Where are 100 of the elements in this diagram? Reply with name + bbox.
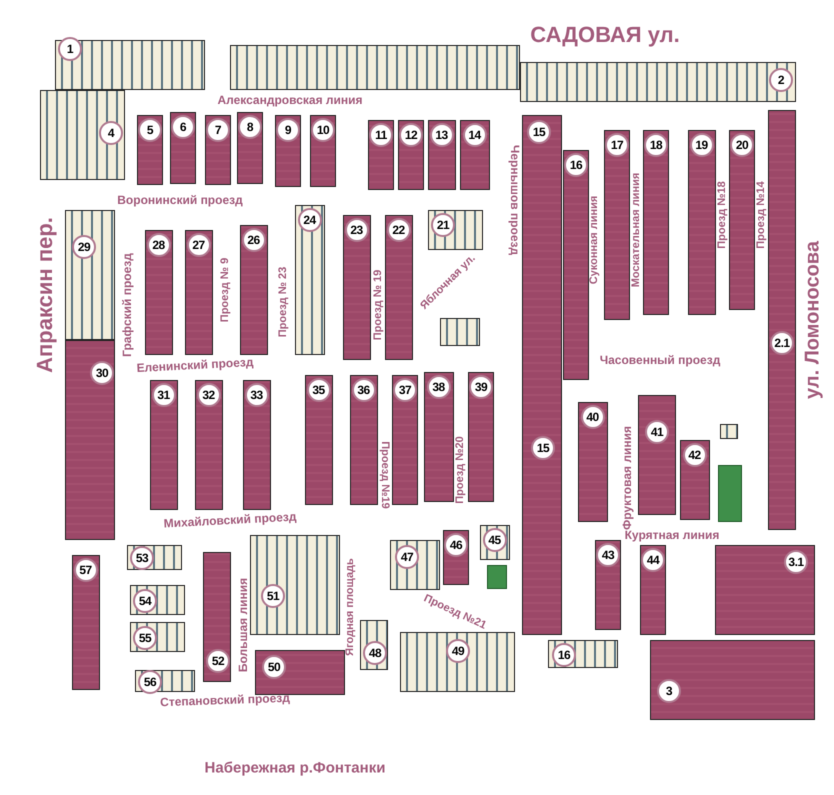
building [715,545,815,635]
building-number: 2.1 [770,331,794,355]
building [203,552,231,682]
street-name: Фруктовая линия [620,426,634,530]
building [72,555,100,690]
building [127,545,182,570]
building [768,110,796,530]
street-name: Графский проезд [120,253,134,357]
building [638,395,676,515]
building [385,215,413,360]
building-number: 38 [426,375,450,399]
building-number: 44 [641,548,665,572]
building [305,375,333,505]
building-number: 15 [527,120,551,144]
building-number: 8 [238,115,262,139]
building-number: 3 [657,679,681,703]
building-number: 50 [262,655,286,679]
building [424,372,454,502]
building [428,120,456,190]
building [688,130,716,315]
building-number: 36 [352,378,376,402]
building [205,115,231,185]
building [398,120,424,190]
building-number: 53 [130,546,154,570]
street-name: Александровская линия [217,93,363,107]
building-number: 2 [769,68,793,92]
building [185,230,213,355]
building [195,380,223,510]
building-number: 19 [690,133,714,157]
building-number: 42 [682,443,706,467]
street-name: Чернышов проезд [508,144,522,256]
street-name: ул. Ломоносова [802,241,824,399]
building [135,670,195,692]
building [295,205,325,355]
building [145,230,173,355]
building-number: 41 [645,420,669,444]
building [522,115,562,635]
building [170,112,196,184]
building-number: 57 [74,558,98,582]
building [428,210,483,250]
building [604,130,630,320]
building-number: 47 [395,545,419,569]
building-number: 14 [462,123,486,147]
building-number: 22 [386,218,410,242]
building [368,120,394,190]
building [443,530,469,585]
building-number: 13 [430,123,454,147]
street-name: Проезд №18 [716,181,728,249]
building [150,380,178,510]
building-number: 43 [596,543,620,567]
building [643,130,669,315]
building [275,115,301,187]
street-name: Ягодная площадь [344,558,356,656]
street-name: Апраксин пер. [32,217,58,373]
building [468,372,494,502]
street-name: Проезд №19 [379,441,391,509]
building [255,650,345,695]
building-number: 28 [146,233,170,257]
building [392,375,418,505]
building [130,585,185,615]
building-number: 55 [133,626,157,650]
street-name: Часовенный проезд [600,353,720,367]
building-number: 6 [171,115,195,139]
building [680,440,710,520]
building [640,545,666,635]
building-number: 24 [298,208,322,232]
building [350,375,378,505]
building [595,540,621,630]
building [720,424,738,439]
building [55,40,205,90]
building-number: 51 [261,584,285,608]
building-number: 5 [138,118,162,142]
building-number: 4 [99,121,123,145]
street-name: Михайловский проезд [163,510,297,530]
building [548,640,618,668]
building-number: 10 [311,118,335,142]
building-number: 12 [399,123,423,147]
building-number: 23 [344,218,368,242]
building [460,120,490,190]
building [237,112,263,184]
building-number: 7 [206,118,230,142]
street-name: САДОВАЯ ул. [530,22,680,48]
building-number: 16 [552,643,576,667]
building-number: 48 [363,641,387,665]
street-name: Степановский проезд [160,690,290,710]
building-number: 1 [58,37,82,61]
building [343,215,371,360]
building-number: 46 [444,533,468,557]
building [390,540,440,590]
building [480,525,510,560]
street-name: Проезд № 9 [219,258,231,322]
building-number: 40 [580,405,604,429]
street-name: Воронинский проезд [117,193,243,207]
building-number: 39 [469,375,493,399]
building [65,340,115,540]
street-name: Проезд №14 [755,181,767,249]
building-number: 17 [605,133,629,157]
building-number: 15 [531,436,555,460]
building-number: 31 [152,383,176,407]
building [65,210,115,340]
